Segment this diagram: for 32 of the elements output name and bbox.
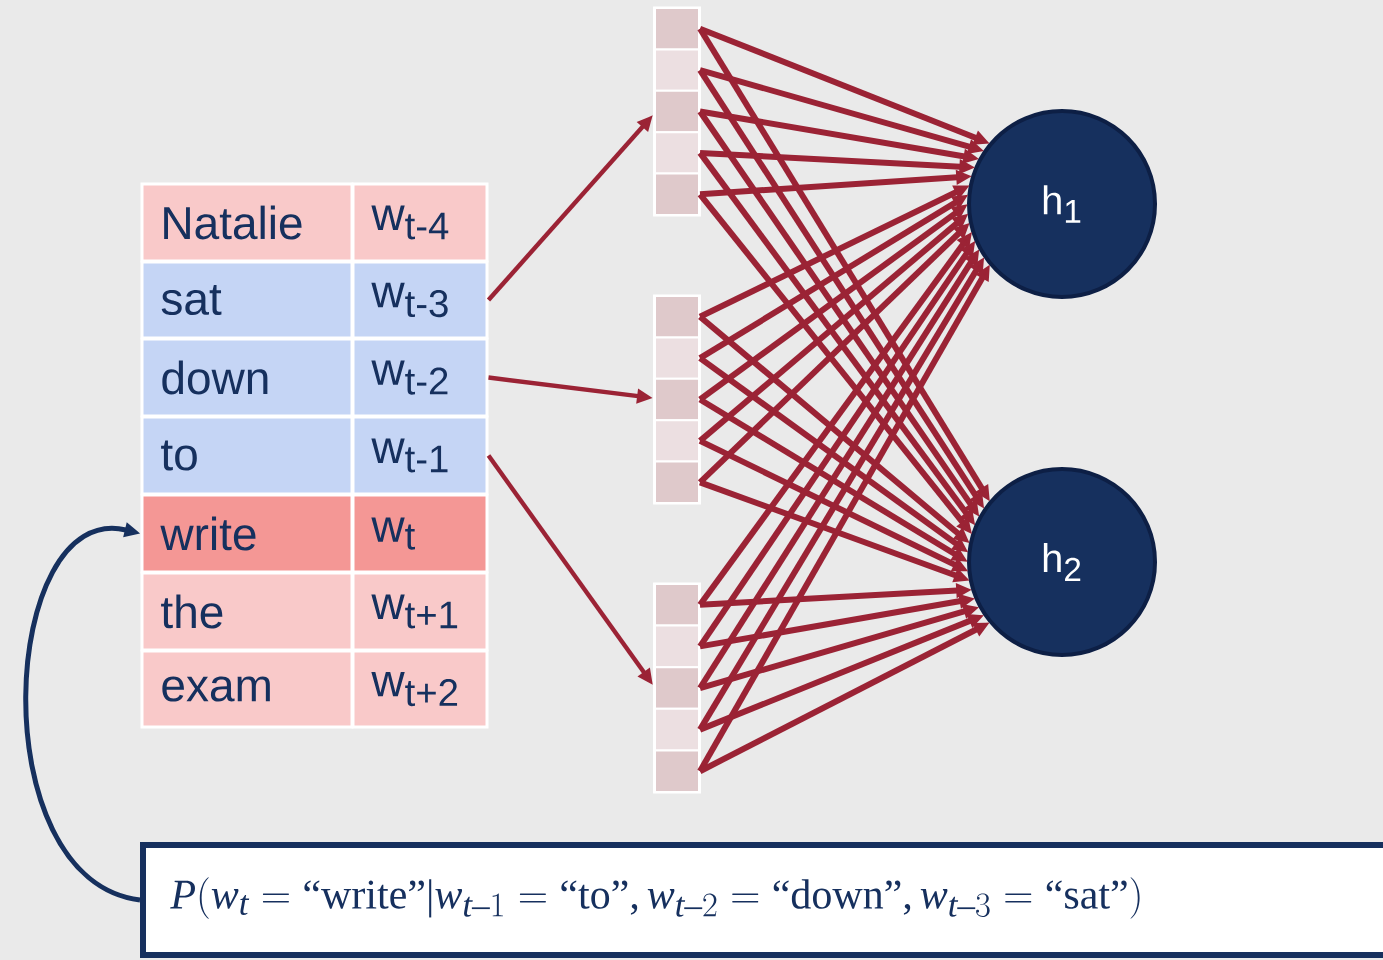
vector-bar — [653, 294, 701, 505]
table-cell: Natalie — [140, 182, 354, 263]
table-cell: exam — [140, 649, 354, 729]
vector-cell — [654, 7, 700, 51]
table-cell: w$_{t+1}$ — [351, 571, 489, 652]
table-cell: sat — [140, 260, 354, 340]
table-cell: w$_{t-1}$ — [351, 415, 489, 496]
table-cell: to — [140, 415, 354, 496]
vector-cell — [654, 749, 700, 793]
vector-cell — [654, 48, 700, 92]
vector-cell — [654, 583, 700, 627]
arrow — [23, 522, 141, 903]
table-cell: the — [140, 571, 354, 652]
vector-cell — [654, 295, 700, 339]
formula-box: $P(w_t = \textrm{“write”} | w_{t-1} = \textrm{“to”}, w_{t-2} = \textrm{“down”}, w_{t-3} = \textrm{“sat”})$ — [140, 842, 1383, 958]
vector-cell — [654, 624, 700, 669]
table-cell: w$_{t+2}$ — [351, 649, 489, 729]
vector-cell — [654, 707, 700, 752]
vector-cell — [654, 666, 700, 710]
vector-cell — [654, 460, 700, 504]
table-cell: down — [140, 337, 354, 418]
vector-cell — [654, 336, 700, 380]
vector-cell — [654, 89, 700, 134]
vector-cell — [654, 377, 700, 422]
table-cell: w$_{t-2}$ — [351, 337, 489, 418]
vector-cell — [654, 131, 700, 175]
table-cell: write — [140, 493, 354, 574]
table-cell: w$_{t-4}$ — [351, 182, 489, 263]
vector-cell — [654, 419, 700, 463]
table-cell: w$_{t-3}$ — [351, 260, 489, 340]
table-cell: w$_{t}$ — [351, 493, 489, 574]
vector-cell — [654, 172, 700, 216]
